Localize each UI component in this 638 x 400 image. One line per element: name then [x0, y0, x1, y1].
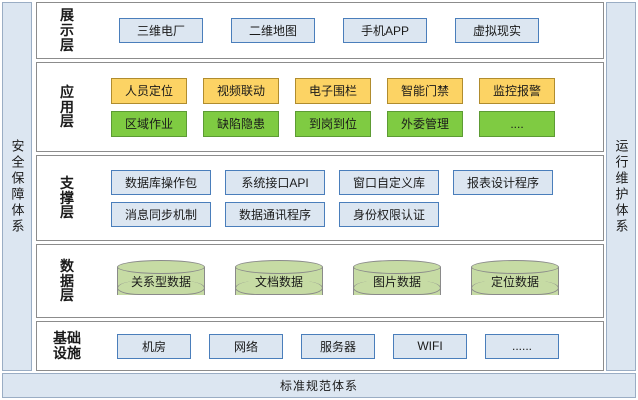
node-electronic-fence[interactable]: 电子围栏 [295, 77, 371, 104]
cylinder-document-data[interactable]: 文档数据 [235, 260, 323, 302]
cylinder-label: 关系型数据 [130, 274, 191, 289]
node-row: 关系型数据 文档数据 图片数据 [103, 260, 597, 302]
layer-body-presentation: 三维电厂 二维地图 手机APP 虚拟现实 [97, 3, 603, 58]
layer-panel-presentation: 展示层 三维电厂 二维地图 手机APP 虚拟现实 [36, 2, 604, 59]
node-row: 机房 网络 服务器 WIFI ...... [103, 333, 597, 359]
left-band-label: 安全保障体系 [9, 138, 25, 235]
node-area-operations[interactable]: 区域作业 [111, 110, 187, 137]
node-row: 消息同步机制 数据通讯程序 身份权限认证 [103, 201, 597, 227]
bottom-bar-label: 标准规范体系 [279, 379, 358, 393]
layer-label-data: 数据层 [60, 257, 74, 304]
cylinder-bottom-ellipse [235, 281, 323, 295]
node-mobile-app[interactable]: 手机APP [343, 18, 427, 43]
layer-panel-application: 应用层 人员定位 视频联动 电子围栏 智能门禁 监控报警 区域作业 缺陷隐患 到… [36, 62, 604, 152]
node-window-custom-library[interactable]: 窗口自定义库 [339, 169, 439, 195]
cylinder-bottom-ellipse [353, 281, 441, 295]
cylinder-top-ellipse [117, 260, 205, 274]
cylinder-label: 定位数据 [490, 274, 539, 289]
cylinder-top-ellipse [471, 260, 559, 274]
node-outsourcing-management[interactable]: 外委管理 [387, 110, 463, 137]
node-video-linkage[interactable]: 视频联动 [203, 77, 279, 104]
cylinder-top-ellipse [235, 260, 323, 274]
layer-body-infrastructure: 机房 网络 服务器 WIFI ...... [97, 322, 603, 370]
node-machine-room[interactable]: 机房 [117, 333, 191, 359]
left-vertical-band-security-system: 安全保障体系 [2, 2, 32, 371]
cylinder-bottom-ellipse [117, 281, 205, 295]
layer-panel-infrastructure: 基础设施 机房 网络 服务器 WIFI ...... [36, 321, 604, 371]
node-network[interactable]: 网络 [209, 333, 283, 359]
node-monitoring-alarm[interactable]: 监控报警 [479, 77, 555, 104]
layer-panel-support: 支撑层 数据库操作包 系统接口API 窗口自定义库 报表设计程序 消息同步机制 … [36, 155, 604, 241]
cylinder-relational-data[interactable]: 关系型数据 [117, 260, 205, 302]
cylinder-label: 文档数据 [254, 274, 303, 289]
right-vertical-band-operations-system: 运行维护体系 [606, 2, 636, 371]
layer-panel-data: 数据层 关系型数据 文档数据 [36, 244, 604, 318]
node-database-operation-package[interactable]: 数据库操作包 [111, 169, 211, 195]
node-wifi[interactable]: WIFI [393, 333, 467, 359]
node-virtual-reality[interactable]: 虚拟现实 [455, 18, 539, 43]
node-server[interactable]: 服务器 [301, 333, 375, 359]
cylinder-positioning-data[interactable]: 定位数据 [471, 260, 559, 302]
node-data-communication-program[interactable]: 数据通讯程序 [225, 201, 325, 227]
node-personnel-positioning[interactable]: 人员定位 [111, 77, 187, 104]
node-row: 数据库操作包 系统接口API 窗口自定义库 报表设计程序 [103, 169, 597, 195]
cylinder-image-data[interactable]: 图片数据 [353, 260, 441, 302]
node-message-sync-mechanism[interactable]: 消息同步机制 [111, 201, 211, 227]
node-report-design-program[interactable]: 报表设计程序 [453, 169, 553, 195]
node-identity-permission-auth[interactable]: 身份权限认证 [339, 201, 439, 227]
layer-body-support: 数据库操作包 系统接口API 窗口自定义库 报表设计程序 消息同步机制 数据通讯… [97, 156, 603, 240]
node-infra-ellipsis[interactable]: ...... [485, 333, 559, 359]
node-on-post-arrival[interactable]: 到岗到位 [295, 110, 371, 137]
node-smart-access-control[interactable]: 智能门禁 [387, 77, 463, 104]
cylinder-bottom-ellipse [471, 281, 559, 295]
node-row: 三维电厂 二维地图 手机APP 虚拟现实 [103, 18, 597, 43]
layer-label-infrastructure: 基础设施 [53, 330, 81, 361]
node-3d-power-plant[interactable]: 三维电厂 [119, 18, 203, 43]
node-2d-map[interactable]: 二维地图 [231, 18, 315, 43]
cylinder-top-ellipse [353, 260, 441, 274]
node-system-interface-api[interactable]: 系统接口API [225, 169, 325, 195]
layer-body-data: 关系型数据 文档数据 图片数据 [97, 245, 603, 317]
node-row: 区域作业 缺陷隐患 到岗到位 外委管理 .... [103, 110, 597, 137]
cylinder-label: 图片数据 [372, 274, 421, 289]
layer-label-support: 支撑层 [60, 174, 74, 221]
layer-stack: 展示层 三维电厂 二维地图 手机APP 虚拟现实 应用层 人员定位 视频联动 [36, 2, 604, 371]
bottom-bar-standards-system: 标准规范体系 [2, 373, 636, 398]
right-band-label: 运行维护体系 [613, 138, 629, 235]
node-more-ellipsis[interactable]: .... [479, 110, 555, 137]
layer-label-presentation: 展示层 [60, 7, 74, 53]
layer-body-application: 人员定位 视频联动 电子围栏 智能门禁 监控报警 区域作业 缺陷隐患 到岗到位 … [97, 63, 603, 151]
node-defects-hazards[interactable]: 缺陷隐患 [203, 110, 279, 137]
node-row: 人员定位 视频联动 电子围栏 智能门禁 监控报警 [103, 77, 597, 104]
layer-label-application: 应用层 [60, 83, 74, 130]
